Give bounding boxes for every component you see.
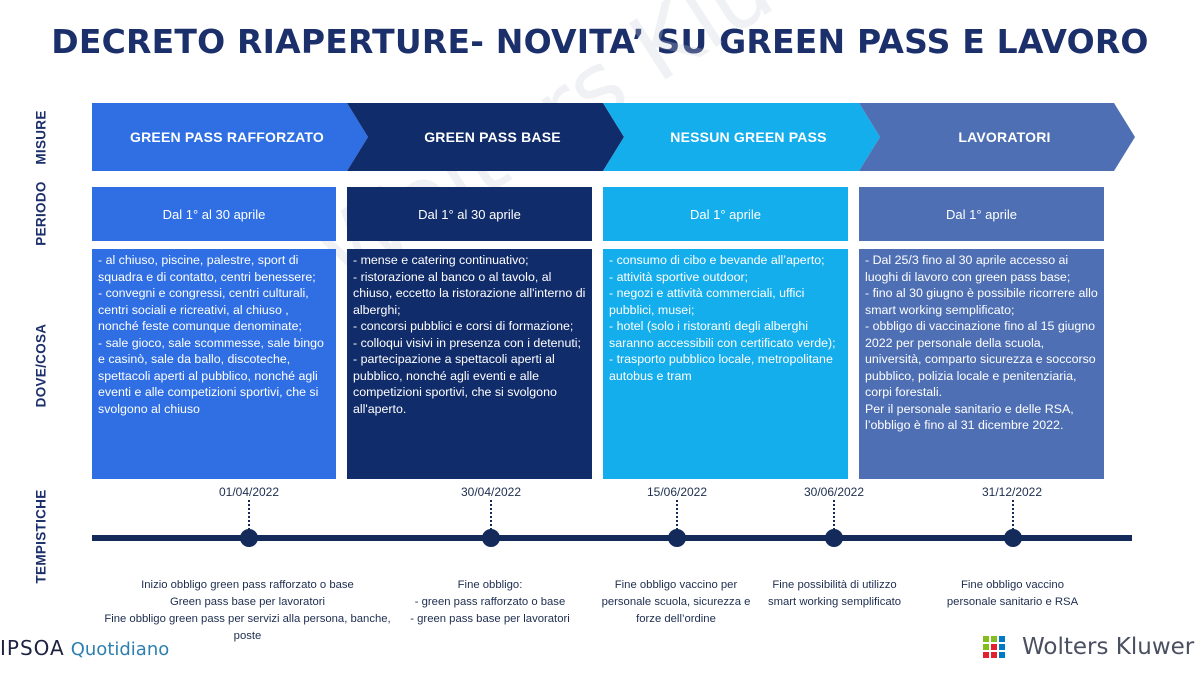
chevron-4-label: LAVORATORI	[958, 129, 1051, 145]
chevron-3-shape	[603, 103, 880, 171]
description-line: - trasporto pubblico locale, metropolita…	[609, 352, 833, 383]
timeline-event-2: Fine obbligo: - green pass rafforzato o …	[400, 577, 580, 628]
event-line: Fine obbligo:	[457, 579, 523, 591]
chevron-nessun-green-pass: NESSUN GREEN PASS	[626, 103, 871, 171]
timeline-date-3: 15/06/2022	[646, 485, 708, 499]
description-box-1: - al chiuso, piscine, palestre, sport di…	[92, 249, 336, 479]
description-line: - mense e catering continuativo;	[353, 253, 529, 267]
description-box-2: - mense e catering continuativo; - risto…	[347, 249, 592, 479]
chevron-lavoratori: LAVORATORI	[882, 103, 1127, 171]
event-line: Inizio obbligo green pass rafforzato o b…	[141, 579, 354, 591]
timeline-date-1: 01/04/2022	[218, 485, 280, 499]
event-line: - green pass rafforzato o base	[414, 596, 566, 608]
event-line: Green pass base per lavoratori	[169, 596, 326, 608]
description-box-4: - Dal 25/3 fino al 30 aprile accesso ai …	[859, 249, 1104, 479]
description-line: - convegni e congressi, centri culturali…	[98, 286, 309, 333]
timeline-event-4: Fine possibilità di utilizzo smart worki…	[762, 577, 907, 611]
description-line: - hotel (solo i ristoranti degli albergh…	[609, 319, 836, 350]
timeline-event-1: Inizio obbligo green pass rafforzato o b…	[100, 577, 395, 645]
timeline-date-2: 30/04/2022	[460, 485, 522, 499]
quotidiano-text: Quotidiano	[70, 639, 170, 660]
chevron-4-shape	[859, 103, 1135, 171]
description-line: Per il personale sanitario e delle RSA, …	[865, 401, 1074, 433]
chevron-green-pass-rafforzato: GREEN PASS RAFFORZATO	[92, 103, 362, 171]
description-line: - partecipazione a spettacoli aperti al …	[353, 352, 557, 416]
description-line: - al chiuso, piscine, palestre, sport di…	[98, 253, 316, 284]
period-box-2: Dal 1° al 30 aprile	[347, 187, 592, 241]
timeline-connector-3	[676, 500, 678, 530]
event-line: Fine possibilità di utilizzo smart worki…	[767, 579, 902, 608]
event-line: Fine obbligo vaccino personale sanitario…	[946, 579, 1079, 608]
timeline-date-5: 31/12/2022	[981, 485, 1043, 499]
description-line: - negozi e attività commerciali, uffici …	[609, 286, 805, 317]
chevron-green-pass-base: GREEN PASS BASE	[370, 103, 615, 171]
event-line: - green pass base per lavoratori	[410, 613, 570, 625]
chevron-1-label: GREEN PASS RAFFORZATO	[130, 129, 324, 145]
wolters-kluwer-text: Wolters Kluwer	[1022, 634, 1195, 660]
timeline-connector-5	[1012, 500, 1014, 530]
timeline-dot-2	[482, 529, 500, 547]
chevron-3-label: NESSUN GREEN PASS	[670, 129, 827, 145]
period-box-3: Dal 1° aprile	[603, 187, 848, 241]
description-line: - ristorazione al banco o al tavolo, al …	[353, 269, 586, 317]
timeline-dot-5	[1004, 529, 1022, 547]
timeline-dot-1	[240, 529, 258, 547]
description-line: - fino al 30 giugno è possibile ricorrer…	[865, 286, 1098, 317]
timeline-dot-3	[668, 529, 686, 547]
wolters-kluwer-icon	[977, 630, 1011, 664]
ipsoa-text: IPSOA	[0, 636, 65, 660]
chevron-2-label: GREEN PASS BASE	[424, 129, 561, 145]
chevron-1-shape	[92, 103, 368, 171]
timeline-date-4: 30/06/2022	[803, 485, 865, 499]
description-line: - attività sportive outdoor;	[609, 269, 749, 284]
description-line: - concorsi pubblici e corsi di formazion…	[353, 319, 574, 333]
timeline-line	[92, 535, 1132, 541]
timeline-connector-4	[833, 500, 835, 530]
chevron-2-shape	[347, 103, 624, 171]
period-box-4: Dal 1° aprile	[859, 187, 1104, 241]
description-box-3: - consumo di cibo e bevande all’aperto; …	[603, 249, 848, 479]
timeline-connector-1	[248, 500, 250, 530]
description-line: - sale gioco, sale scommesse, sale bingo…	[98, 335, 324, 416]
timeline-event-3: Fine obbligo vaccino per personale scuol…	[596, 577, 756, 628]
description-line: - obbligo di vaccinazione fino al 15 giu…	[865, 319, 1096, 399]
timeline-event-5: Fine obbligo vaccino personale sanitario…	[940, 577, 1085, 611]
page-title: DECRETO RIAPERTURE- NOVITA’ SU GREEN PAS…	[51, 22, 1149, 61]
timeline-connector-2	[490, 500, 492, 530]
wolters-kluwer-logo: Wolters Kluwer	[976, 629, 1194, 665]
period-box-1: Dal 1° al 30 aprile	[92, 187, 336, 241]
description-line: - Dal 25/3 fino al 30 aprile accesso ai …	[865, 253, 1071, 284]
event-line: Fine obbligo green pass per servizi alla…	[104, 613, 391, 642]
timeline-dot-4	[825, 529, 843, 547]
event-line: Fine obbligo vaccino per personale scuol…	[601, 579, 751, 625]
description-line: - consumo di cibo e bevande all’aperto;	[609, 253, 825, 267]
description-line: - colloqui visivi in presenza con i dete…	[353, 335, 581, 350]
